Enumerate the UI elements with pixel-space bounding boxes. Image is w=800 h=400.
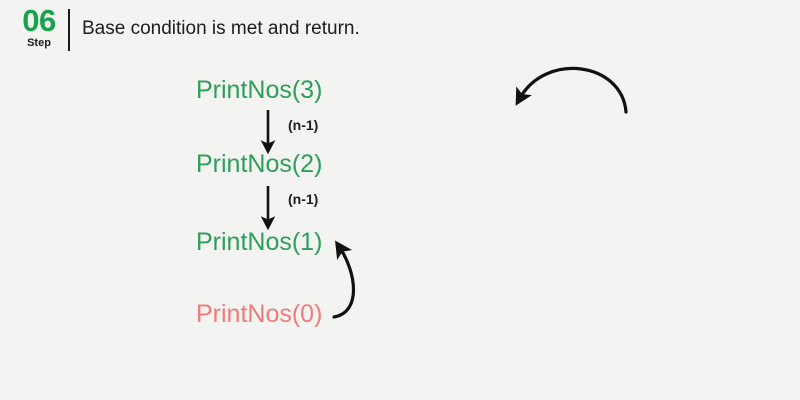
header-divider [68, 9, 70, 51]
recursive-stack-diagram: PrintNos(0) PrintNos(1) PrintNos(2) Prin… [400, 0, 800, 400]
edge-label-n-minus-1-second: (n-1) [288, 191, 319, 207]
call-node-printnos-3: PrintNos(3) [196, 76, 323, 104]
call-node-printnos-0: PrintNos(0) [196, 300, 323, 328]
step-word-label: Step [27, 37, 51, 49]
call-tree-diagram: PrintNos(3) PrintNos(2) PrintNos(1) Prin… [196, 76, 323, 328]
edge-label-n-minus-1-first: (n-1) [288, 117, 319, 133]
page-title: Base condition is met and return. [82, 18, 360, 39]
step-badge: 06 Step [14, 3, 64, 50]
step-number: 06 [22, 3, 56, 38]
call-node-printnos-1: PrintNos(1) [196, 228, 323, 256]
slide-header: 06 Step Base condition is met and return… [0, 0, 800, 60]
call-node-printnos-2: PrintNos(2) [196, 150, 323, 178]
